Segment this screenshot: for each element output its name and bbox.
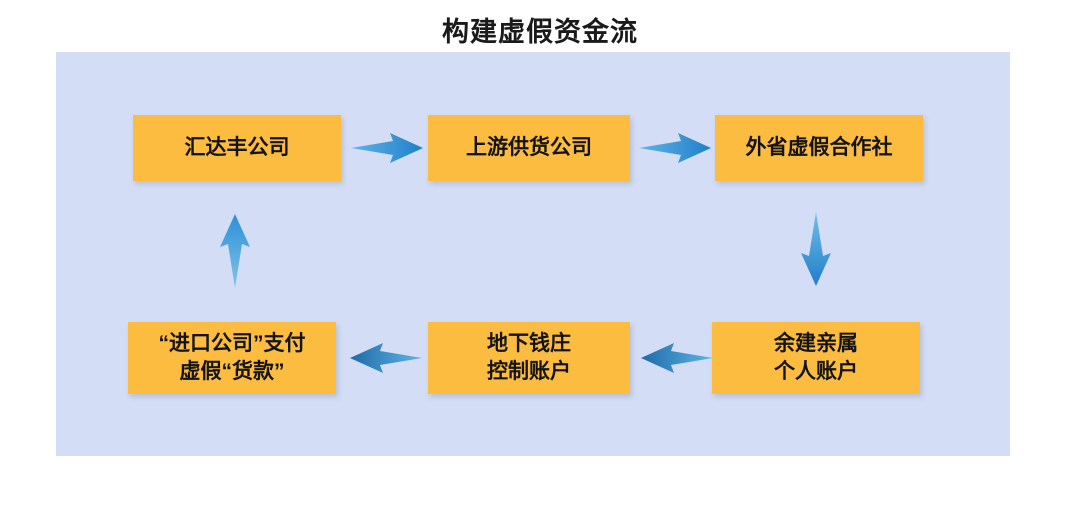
arrow-up-import-to-huidafeng xyxy=(220,214,250,288)
flowchart-panel: 汇达丰公司 上游供货公司 外省虚假合作社 “进口公司”支付 虚假“货款” 地下钱… xyxy=(56,52,1010,456)
node-underground-bank[interactable]: 地下钱庄 控制账户 xyxy=(428,322,630,394)
node-supplier[interactable]: 上游供货公司 xyxy=(428,115,630,181)
arrow-right-huidafeng-to-supplier xyxy=(351,133,423,163)
node-supplier-line-1: 上游供货公司 xyxy=(466,136,592,160)
node-relative-account[interactable]: 余建亲属 个人账户 xyxy=(712,322,920,394)
node-relative-line-1: 余建亲属 xyxy=(774,332,858,356)
arrow-left-underground-to-import xyxy=(350,343,422,373)
arrow-down-coop-to-relative xyxy=(801,212,831,286)
node-import-line-1: “进口公司”支付 xyxy=(158,332,306,356)
page-title: 构建虚假资金流 xyxy=(442,17,638,47)
node-coop[interactable]: 外省虚假合作社 xyxy=(715,115,923,181)
node-coop-line-1: 外省虚假合作社 xyxy=(745,136,893,160)
node-import-line-2: 虚假“货款” xyxy=(179,360,285,383)
node-underground-line-2: 控制账户 xyxy=(487,360,571,383)
node-underground-line-1: 地下钱庄 xyxy=(487,332,571,356)
node-relative-line-2: 个人账户 xyxy=(774,360,858,383)
arrow-left-relative-to-underground xyxy=(641,343,713,373)
node-huidafeng[interactable]: 汇达丰公司 xyxy=(133,115,341,181)
node-huidafeng-line-1: 汇达丰公司 xyxy=(184,136,290,160)
node-import-company[interactable]: “进口公司”支付 虚假“货款” xyxy=(128,322,336,394)
arrow-right-supplier-to-coop xyxy=(639,133,711,163)
